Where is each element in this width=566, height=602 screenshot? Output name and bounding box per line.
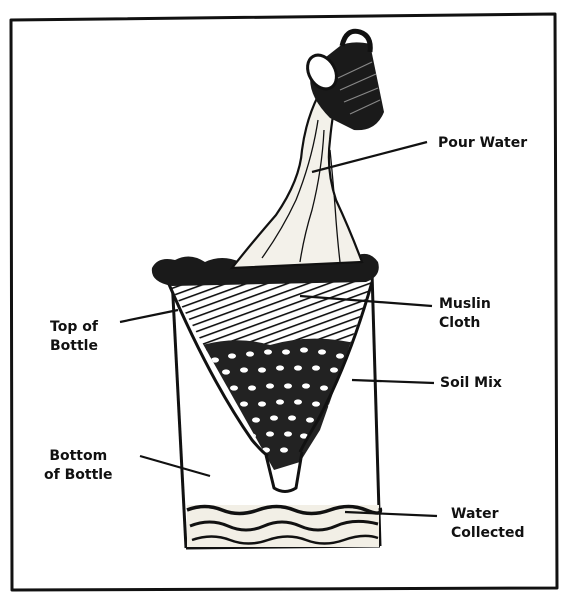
- soil-particles: [204, 347, 354, 453]
- funnel-contents: [168, 282, 372, 470]
- water-collected-leader: [344, 510, 438, 518]
- bottom-of-bottle-leader: [139, 454, 211, 478]
- top-of-bottle-leader: [119, 308, 179, 324]
- top-of-bottle-shape: [166, 281, 374, 493]
- label-soil-mix: Soil Mix: [440, 375, 502, 391]
- label-bottom-of-bottle: Bottom of Bottle: [44, 448, 113, 483]
- pour-water-leader: [311, 140, 428, 174]
- label-muslin-cloth: Muslin Cloth: [439, 296, 491, 331]
- water-stream: [229, 94, 364, 270]
- label-pour-water: Pour Water: [438, 135, 528, 151]
- leader-lines: [119, 140, 438, 518]
- water-stream-texture: [261, 119, 341, 263]
- outer-frame: [9, 12, 559, 592]
- soil-mix-leader: [351, 378, 435, 385]
- label-water-collected: Water Collected: [451, 506, 525, 541]
- pouring-cup: [306, 28, 384, 131]
- label-top-of-bottle: Top of Bottle: [50, 319, 98, 354]
- muslin-cloth-leader: [299, 294, 433, 308]
